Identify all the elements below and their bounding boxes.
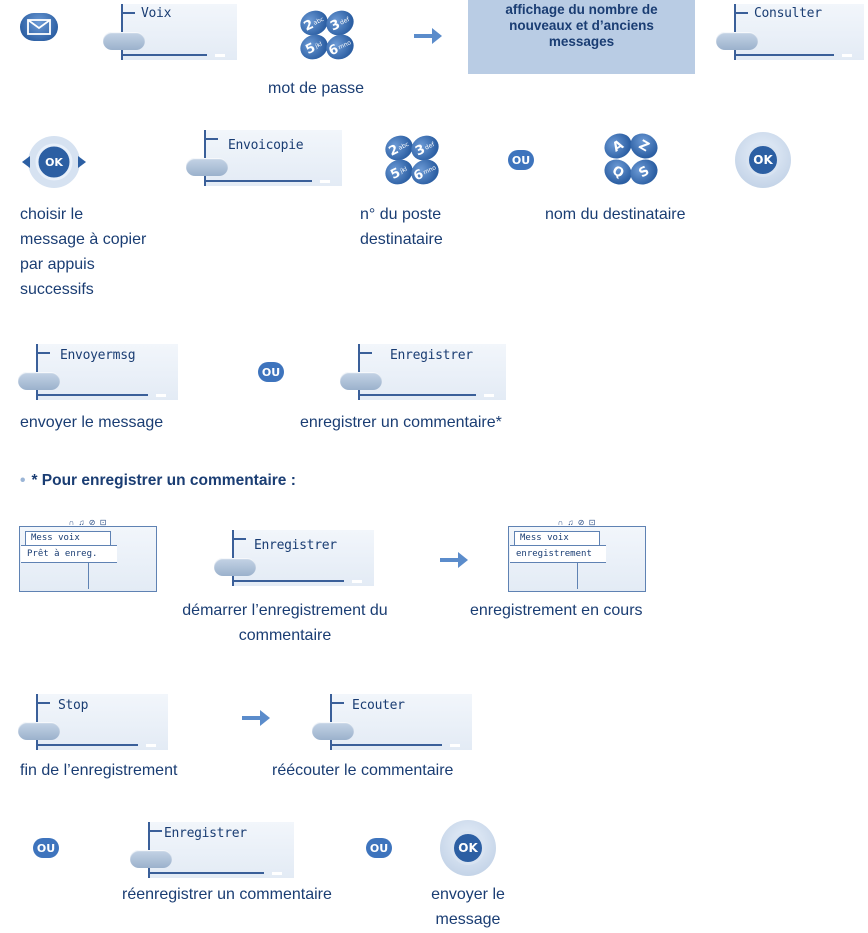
ok-button[interactable]: OK: [735, 132, 791, 188]
softkey-label: Voix: [141, 6, 172, 21]
ok-button[interactable]: OK: [440, 820, 496, 876]
softkey-label: Enregistrer: [390, 348, 473, 363]
softkey-label: Enregistrer: [164, 826, 247, 841]
svg-text:OK: OK: [45, 156, 63, 169]
caption-send-message: envoyer le message: [431, 886, 505, 928]
softkey-button[interactable]: [103, 32, 145, 50]
envelope-icon[interactable]: [20, 13, 58, 41]
softkey-label: Envoyermsg: [60, 348, 136, 363]
caption-inprogress: enregistrement en cours: [470, 602, 643, 619]
caption-end: fin de l’enregistrement: [20, 762, 178, 779]
softkey-label: Stop: [58, 698, 89, 713]
caption-station: n° du poste destinataire: [360, 206, 443, 248]
caption-listen: réécouter le commentaire: [272, 762, 454, 779]
ou-badge: OU: [508, 150, 534, 170]
enregistrer-softkey[interactable]: Enregistrer: [130, 822, 294, 878]
info-box: affichage du nombre de nouveaux et d’anc…: [468, 0, 695, 74]
phone-screen-ready: ∩ ♫ ⊘ ⊡ Mess voix Prêt à enreg.: [19, 518, 157, 592]
envoicopie-softkey[interactable]: Envoicopie: [186, 130, 342, 186]
stop-softkey[interactable]: Stop: [18, 694, 168, 750]
softkey-label: Envoicopie: [228, 138, 304, 153]
section-title: •* Pour enregistrer un commentaire :: [20, 472, 296, 489]
softkey-label: Consulter: [754, 6, 822, 21]
caption-rerecord: réenregistrer un commentaire: [122, 886, 332, 903]
voix-softkey[interactable]: Voix: [103, 4, 237, 60]
navigator-icon[interactable]: OK: [18, 132, 90, 192]
softkey-label: Enregistrer: [254, 538, 337, 553]
caption-record: enregistrer un commentaire*: [300, 414, 502, 431]
arrow-right-icon: [414, 28, 442, 44]
enregistrer-softkey[interactable]: Enregistrer: [340, 344, 506, 400]
ecouter-softkey[interactable]: Ecouter: [312, 694, 472, 750]
enregistrer-softkey[interactable]: Enregistrer: [214, 530, 374, 586]
arrow-right-icon: [242, 710, 270, 726]
ou-badge: OU: [366, 838, 392, 858]
arrow-right-icon: [440, 552, 468, 568]
softkey-button[interactable]: [18, 372, 60, 390]
softkey-button[interactable]: [716, 32, 758, 50]
softkey-button[interactable]: [340, 372, 382, 390]
caption-password: mot de passe: [268, 80, 365, 97]
caption-name: nom du destinataire: [545, 206, 686, 223]
ou-badge: OU: [33, 838, 59, 858]
caption-send: envoyer le message: [20, 414, 164, 431]
ou-badge: OU: [258, 362, 284, 382]
softkey-button[interactable]: [186, 158, 228, 176]
caption-start: démarrer l’enregistrement du commentaire: [182, 602, 388, 644]
softkey-label: Ecouter: [352, 698, 405, 713]
softkey-button[interactable]: [130, 850, 172, 868]
alpha-keypad-icon[interactable]: A Z Q S: [599, 128, 663, 190]
softkey-button[interactable]: [18, 722, 60, 740]
phone-screen-recording: ∩ ♫ ⊘ ⊡ Mess voix enregistrement: [508, 518, 646, 592]
consulter-softkey[interactable]: Consulter: [716, 4, 864, 60]
envoyermsg-softkey[interactable]: Envoyermsg: [18, 344, 178, 400]
softkey-button[interactable]: [214, 558, 256, 576]
caption-choose: choisir le message à copier par appuis s…: [20, 206, 147, 298]
softkey-button[interactable]: [312, 722, 354, 740]
